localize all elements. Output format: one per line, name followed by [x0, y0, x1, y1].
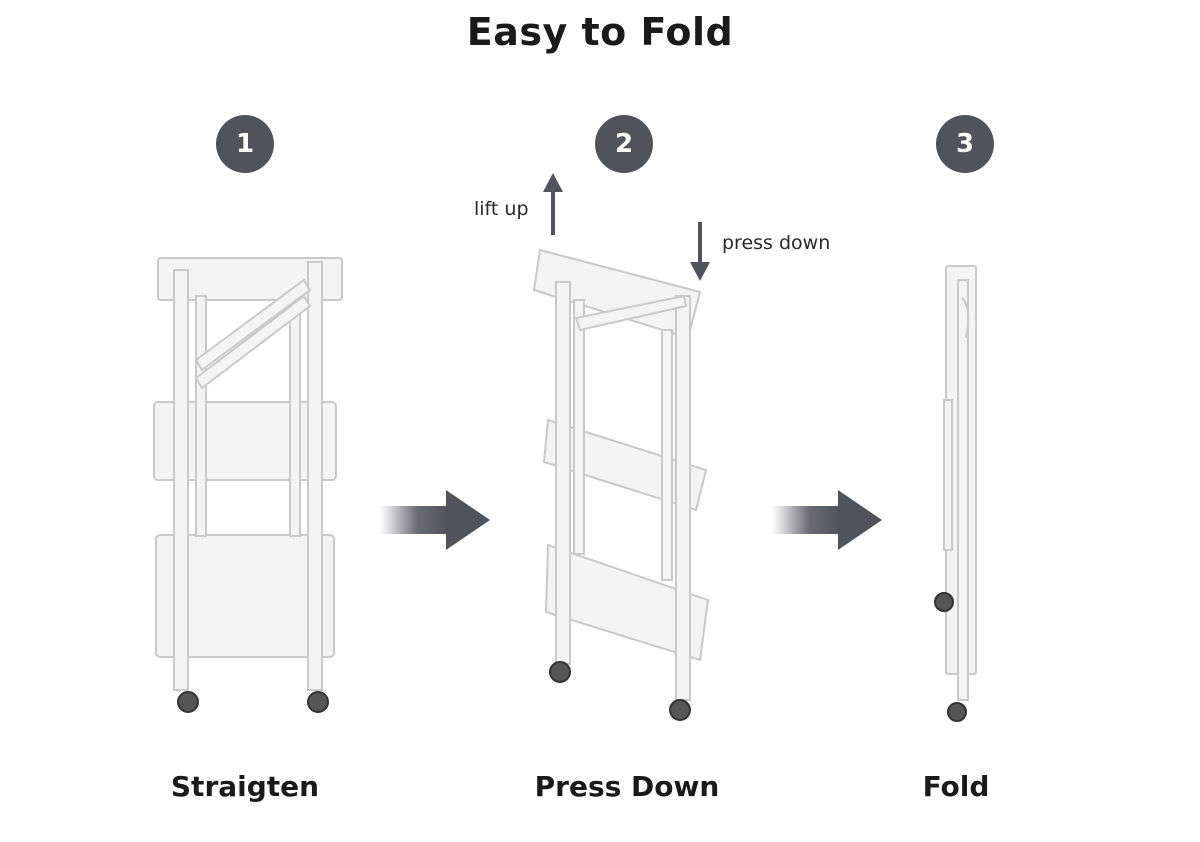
step-3-label: Fold — [922, 770, 990, 803]
step-1-label: Straigten — [170, 770, 320, 803]
step-1-badge: 1 — [216, 115, 274, 173]
up-arrow-icon — [543, 173, 563, 235]
lift-up-hint: lift up — [474, 198, 529, 220]
cart-image — [934, 265, 977, 722]
step-2-badge: 2 — [595, 115, 653, 173]
cart-image — [532, 248, 710, 721]
cart-image — [153, 257, 343, 713]
press-down-hint: press down — [722, 232, 831, 254]
right-arrow-icon — [380, 490, 490, 550]
step-3-badge: 3 — [936, 115, 994, 173]
step-2-label: Press Down — [534, 770, 720, 803]
down-arrow-icon — [690, 222, 710, 281]
page-title: Easy to Fold — [466, 10, 734, 54]
right-arrow-icon — [772, 490, 882, 550]
